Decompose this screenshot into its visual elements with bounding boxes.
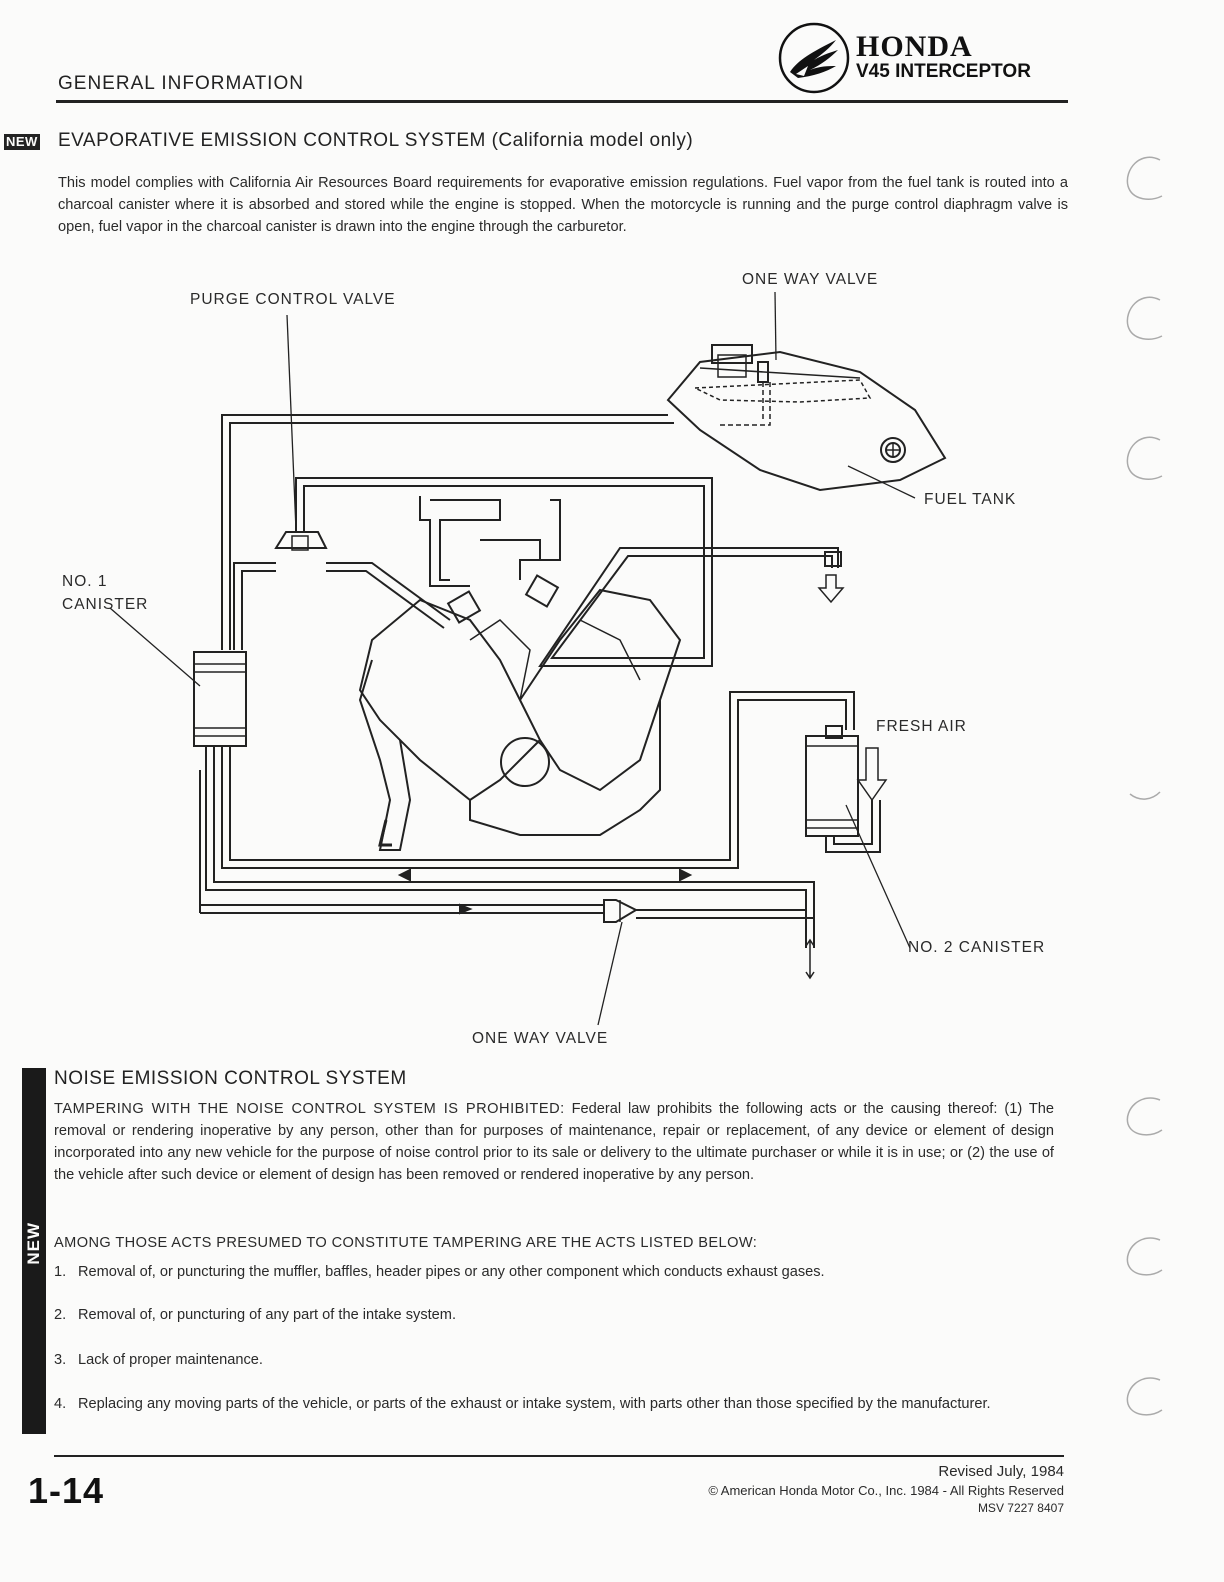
noise-body: Federal law prohibits the following acts… (54, 1101, 1054, 1183)
footer-rule (54, 1455, 1064, 1457)
honda-wing-icon (778, 22, 850, 94)
label-one-way-valve-bottom: ONE WAY VALVE (472, 1030, 609, 1047)
label-fuel-tank: FUEL TANK (924, 491, 1017, 508)
evap-paragraph: This model complies with California Air … (58, 175, 1068, 235)
engine-drawing (358, 496, 682, 851)
new-side-badge: NEW (24, 1222, 43, 1265)
noise-paragraph: TAMPERING WITH THE NOISE CONTROL SYSTEM … (54, 1098, 1054, 1186)
label-no1-canister: NO. 1 CANISTER (62, 573, 149, 613)
footer-copyright: © American Honda Motor Co., Inc. 1984 - … (708, 1483, 1064, 1498)
acts-heading: AMONG THOSE ACTS PRESUMED TO CONSTITUTE … (54, 1235, 758, 1251)
page-number: 1-14 (28, 1470, 105, 1511)
purge-control-valve (274, 531, 328, 549)
list-item: 1. Removal of, or puncturing the muffler… (54, 1264, 825, 1280)
one-way-valve-bottom (603, 899, 639, 923)
fuel-tank-outline (666, 350, 947, 492)
no2-canister (805, 735, 859, 837)
list-item: 3. Lack of proper maintenance. (54, 1352, 263, 1368)
label-one-way-valve-top: ONE WAY VALVE (742, 271, 879, 288)
brand-name: HONDA (856, 30, 973, 63)
section-header: GENERAL INFORMATION (58, 73, 304, 94)
model-name: V45 INTERCEPTOR (856, 61, 1031, 82)
binder-holes (1126, 156, 1163, 1416)
noise-section-title: NOISE EMISSION CONTROL SYSTEM (54, 1068, 407, 1089)
header-rule (56, 100, 1068, 103)
new-badge: NEW (4, 134, 40, 150)
new-side-bar (22, 1068, 46, 1434)
list-item: 2. Removal of, or puncturing of any part… (54, 1307, 457, 1323)
noise-lead: TAMPERING WITH THE NOISE CONTROL SYSTEM … (54, 1101, 565, 1117)
evap-system-diagram (109, 291, 947, 1026)
label-fresh-air: FRESH AIR (876, 718, 967, 735)
evap-section-title: EVAPORATIVE EMISSION CONTROL SYSTEM (Cal… (58, 130, 694, 151)
label-no2-canister: NO. 2 CANISTER (908, 939, 1046, 956)
footer-code: MSV 7227 8407 (977, 1501, 1064, 1515)
label-purge-control-valve: PURGE CONTROL VALVE (190, 291, 396, 308)
no1-canister (193, 651, 247, 747)
list-item: 4. Replacing any moving parts of the veh… (54, 1396, 991, 1412)
honda-logo: HONDA V45 INTERCEPTOR (778, 22, 1031, 94)
footer-revised: Revised July, 1984 (938, 1463, 1064, 1480)
